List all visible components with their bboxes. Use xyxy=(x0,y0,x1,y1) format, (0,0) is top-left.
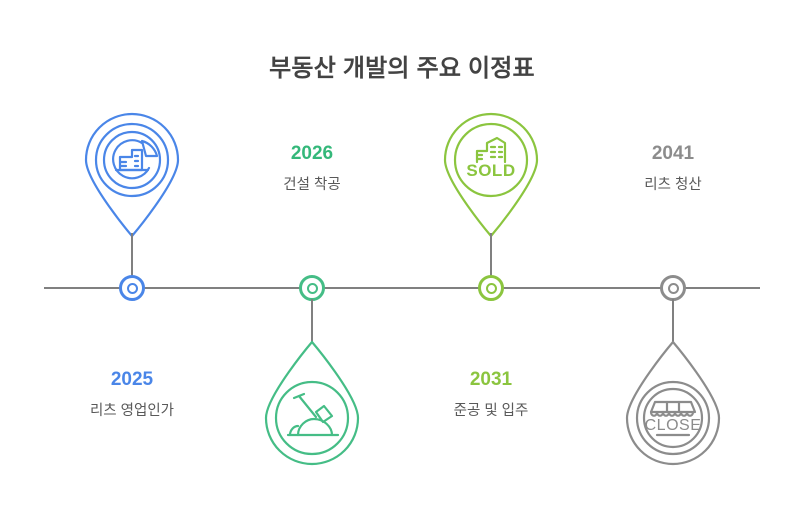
milestone-caption-2031: 준공 및 입주 xyxy=(453,402,529,419)
pin-text-close: CLOSE xyxy=(645,417,702,434)
milestone-caption-2025: 리츠 영업인가 xyxy=(89,402,175,419)
milestone-pin-2025[interactable] xyxy=(80,110,184,238)
pin-shape-gray: CLOSE xyxy=(625,340,721,466)
stem-2025 xyxy=(131,233,133,278)
milestone-pin-2026[interactable] xyxy=(260,340,364,468)
timeline-node-2026[interactable] xyxy=(299,275,325,301)
shovel-dirt-icon xyxy=(286,392,340,437)
stem-2031 xyxy=(490,233,492,278)
timeline-node-2025[interactable] xyxy=(119,275,145,301)
milestone-label-2025: 2025 리츠 영업인가 xyxy=(37,369,227,420)
pin-shape-lime: SOLD xyxy=(443,112,539,238)
milestone-year-2031: 2031 xyxy=(469,369,513,390)
timeline-axis xyxy=(44,287,760,289)
milestone-caption-2026: 건설 착공 xyxy=(283,176,341,193)
pin-text-sold: SOLD xyxy=(466,161,515,180)
milestone-label-2031: 2031 준공 및 입주 xyxy=(396,369,586,420)
milestone-label-2041: 2041 리츠 청산 xyxy=(578,143,768,194)
pin-shape-green xyxy=(264,340,360,466)
node-inner-2026 xyxy=(306,282,318,294)
node-inner-2041 xyxy=(667,282,679,294)
page-title: 부동산 개발의 주요 이정표 xyxy=(269,55,535,82)
milestone-pin-2031[interactable]: SOLD xyxy=(439,110,543,238)
stem-2041 xyxy=(672,299,674,344)
building-sold-icon xyxy=(475,136,507,164)
timeline-node-2031[interactable] xyxy=(478,275,504,301)
stem-2026 xyxy=(311,299,313,344)
milestone-caption-2041: 리츠 청산 xyxy=(644,176,702,193)
milestone-year-2041: 2041 xyxy=(651,143,695,164)
milestone-pin-2041[interactable]: CLOSE xyxy=(621,340,725,468)
milestone-label-2026: 2026 건설 착공 xyxy=(217,143,407,194)
node-inner-2025 xyxy=(126,282,138,294)
milestone-year-2025: 2025 xyxy=(110,369,154,390)
shop-close-icon xyxy=(649,400,697,437)
pin-shape-blue xyxy=(84,112,180,238)
building-chart-icon xyxy=(112,139,159,180)
timeline-node-2041[interactable] xyxy=(660,275,686,301)
node-inner-2031 xyxy=(485,282,497,294)
milestone-year-2026: 2026 xyxy=(290,143,334,164)
